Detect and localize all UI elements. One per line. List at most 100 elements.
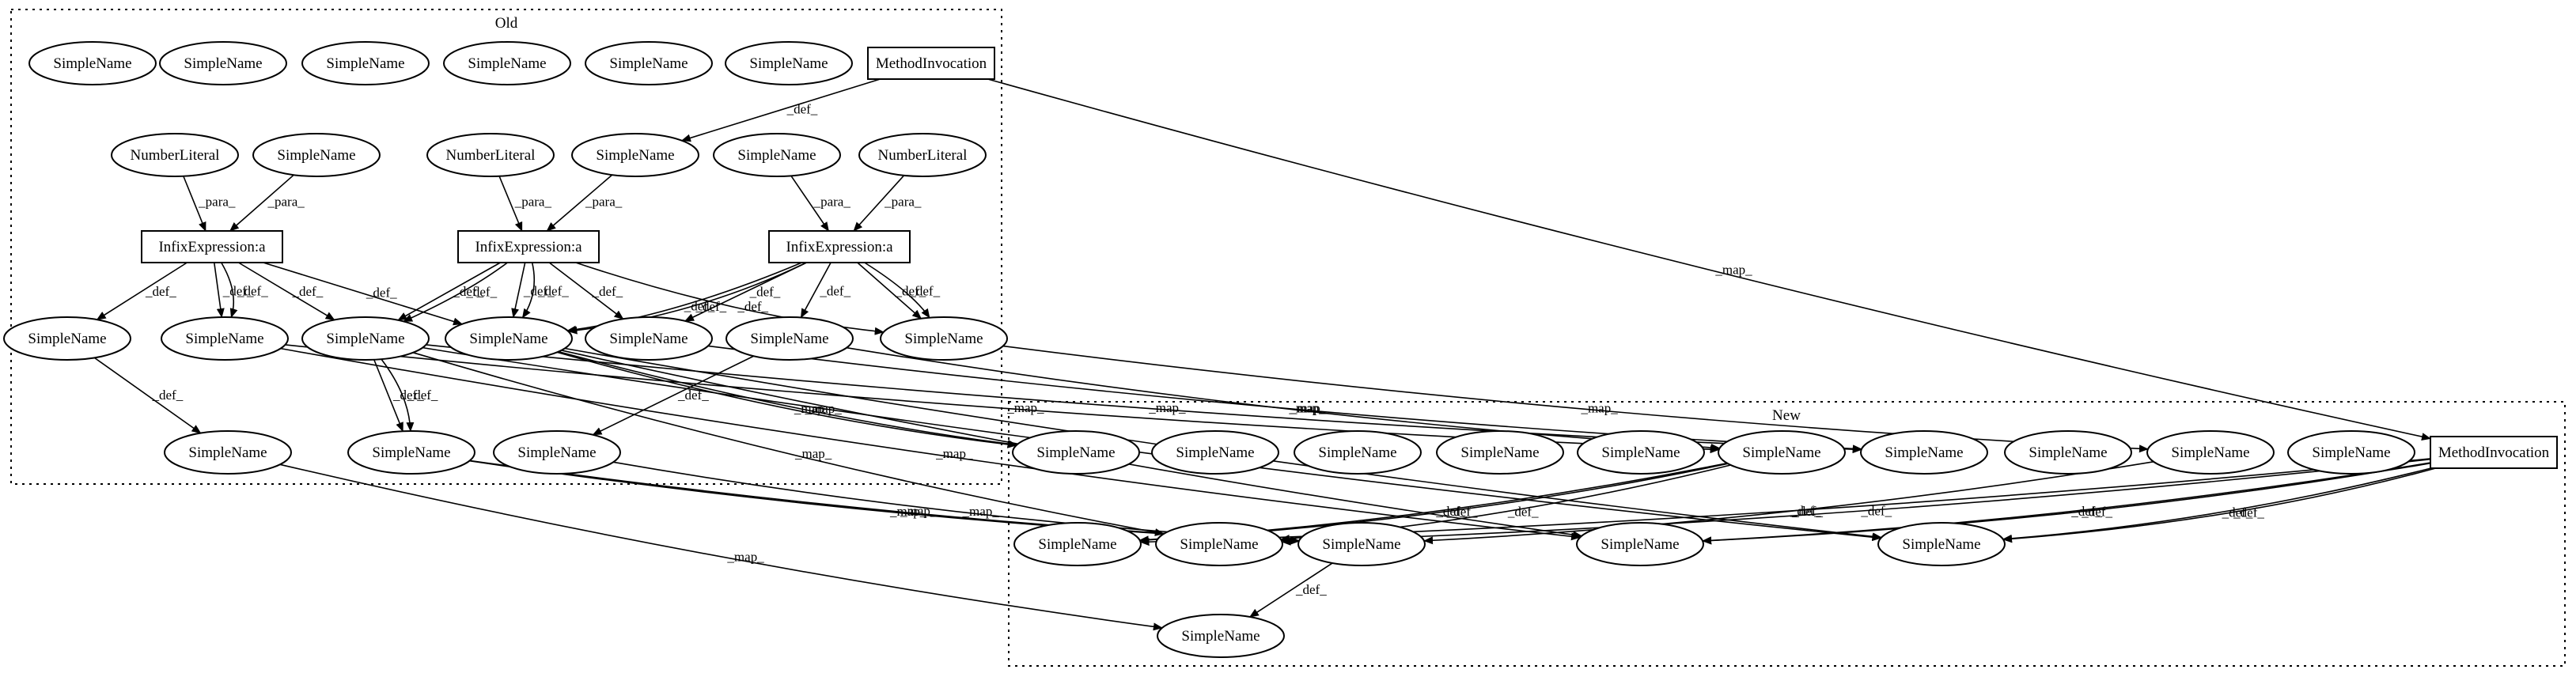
node-label: SimpleName <box>1176 444 1254 461</box>
node-shape <box>1012 430 1140 475</box>
node-label: SimpleName <box>1742 444 1820 461</box>
node-label: SimpleName <box>1038 536 1116 553</box>
node-n1: SimpleName <box>1012 430 1140 475</box>
edge-sn2-ie2 <box>546 174 613 232</box>
node-bot: SimpleName <box>1157 614 1285 658</box>
edge-sn1-ie1 <box>229 174 294 232</box>
node-shape <box>1436 430 1564 475</box>
edge-nMI-m5 <box>2002 467 2436 543</box>
node-label: SimpleName <box>188 444 267 461</box>
edge-oMI-nMI <box>987 78 2431 441</box>
node-ie1: InfixExpression:a <box>141 230 283 263</box>
node-shape <box>1155 522 1283 566</box>
node-n8: SimpleName <box>2004 430 2132 475</box>
edge-label: _map_ <box>794 401 832 416</box>
node-label: SimpleName <box>1601 536 1679 553</box>
node-label: NumberLiteral <box>446 147 536 164</box>
node-nl3: NumberLiteral <box>858 133 987 177</box>
node-nl2: NumberLiteral <box>426 133 555 177</box>
edge-label: _def_ <box>908 283 940 298</box>
edge-r6-n6 <box>846 346 1721 452</box>
node-label: SimpleName <box>2029 444 2107 461</box>
edge-label: _def_ <box>1435 504 1467 519</box>
edge-label: _para_ <box>585 194 623 209</box>
node-shape <box>585 316 713 361</box>
node-label: InfixExpression:a <box>475 239 582 255</box>
node-n6: SimpleName <box>1718 430 1846 475</box>
edge-label: _para_ <box>514 195 552 210</box>
node-o4: SimpleName <box>443 41 571 85</box>
node-shape <box>252 133 381 177</box>
node-label: SimpleName <box>737 147 816 164</box>
node-shape <box>111 133 239 177</box>
node-label: SimpleName <box>1180 536 1258 553</box>
node-label: SimpleName <box>1181 628 1260 645</box>
node-b1: SimpleName <box>164 430 292 475</box>
node-label: InfixExpression:a <box>786 239 893 255</box>
node-label: SimpleName <box>1460 444 1539 461</box>
edge-label: _def_ <box>1446 504 1478 519</box>
edge-label: _def_ <box>523 283 555 298</box>
edge-label: _def_ <box>237 283 268 298</box>
edge-ie1-r2 <box>213 262 225 319</box>
node-n2: SimpleName <box>1151 430 1279 475</box>
node-shape <box>141 230 283 263</box>
edge-label: _def_ <box>695 299 726 314</box>
node-ie3: InfixExpression:a <box>768 230 911 263</box>
node-label: SimpleName <box>1601 444 1680 461</box>
node-shape <box>493 430 621 475</box>
node-shape <box>1576 522 1704 566</box>
node-r2: SimpleName <box>161 316 289 361</box>
node-shape <box>28 41 157 85</box>
node-nMI: MethodInvocation <box>2430 436 2558 469</box>
edge-label: _def_ <box>366 285 397 300</box>
node-shape <box>713 133 841 177</box>
node-shape <box>2004 430 2132 475</box>
edge-ie3-r7 <box>857 262 922 320</box>
cluster-old-label: Old <box>495 15 518 32</box>
edge-label: _def_ <box>465 285 497 300</box>
edge-label: _map_ <box>962 504 1000 519</box>
node-m5: SimpleName <box>1877 522 2006 566</box>
edge-label: _def_ <box>1295 582 1327 597</box>
node-m4: SimpleName <box>1576 522 1704 566</box>
edge-ie1-r2 <box>221 262 238 319</box>
node-shape <box>725 316 854 361</box>
node-shape <box>1718 430 1846 475</box>
edge-label: _def_ <box>737 299 768 314</box>
node-sn2: SimpleName <box>571 133 699 177</box>
node-o1: SimpleName <box>28 41 157 85</box>
node-label: SimpleName <box>609 331 688 347</box>
edge-nl2-ie2 <box>498 176 523 232</box>
node-shape <box>2146 430 2275 475</box>
node-shape <box>858 133 987 177</box>
node-label: SimpleName <box>185 331 263 347</box>
node-label: SimpleName <box>326 331 404 347</box>
edge-nMI-m4 <box>1702 462 2431 545</box>
edge-label: _def_ <box>895 284 926 299</box>
node-shape <box>3 316 131 361</box>
node-shape <box>2430 436 2558 469</box>
node-n10: SimpleName <box>2287 430 2415 475</box>
node-shape <box>585 41 713 85</box>
edge-label: _para_ <box>813 195 851 210</box>
node-o3: SimpleName <box>301 41 430 85</box>
node-label: SimpleName <box>904 331 983 347</box>
edge-r4-n1 <box>558 350 1018 448</box>
node-label: MethodInvocation <box>2438 444 2550 461</box>
edge-ie1-r3 <box>238 262 335 321</box>
node-shape <box>725 41 853 85</box>
node-label: MethodInvocation <box>876 55 987 72</box>
node-label: SimpleName <box>372 444 450 461</box>
edge-label: _def_ <box>407 388 438 403</box>
edge-label: _map_ <box>1288 401 1326 416</box>
node-shape <box>768 230 911 263</box>
edge-label: _def_ <box>292 284 324 299</box>
node-label: SimpleName <box>609 55 688 72</box>
node-shape <box>443 41 571 85</box>
node-m1: SimpleName <box>1013 522 1142 566</box>
edge-label: _def_ <box>537 283 569 298</box>
edge-r3-b2 <box>373 359 403 433</box>
node-r6: SimpleName <box>725 316 854 361</box>
